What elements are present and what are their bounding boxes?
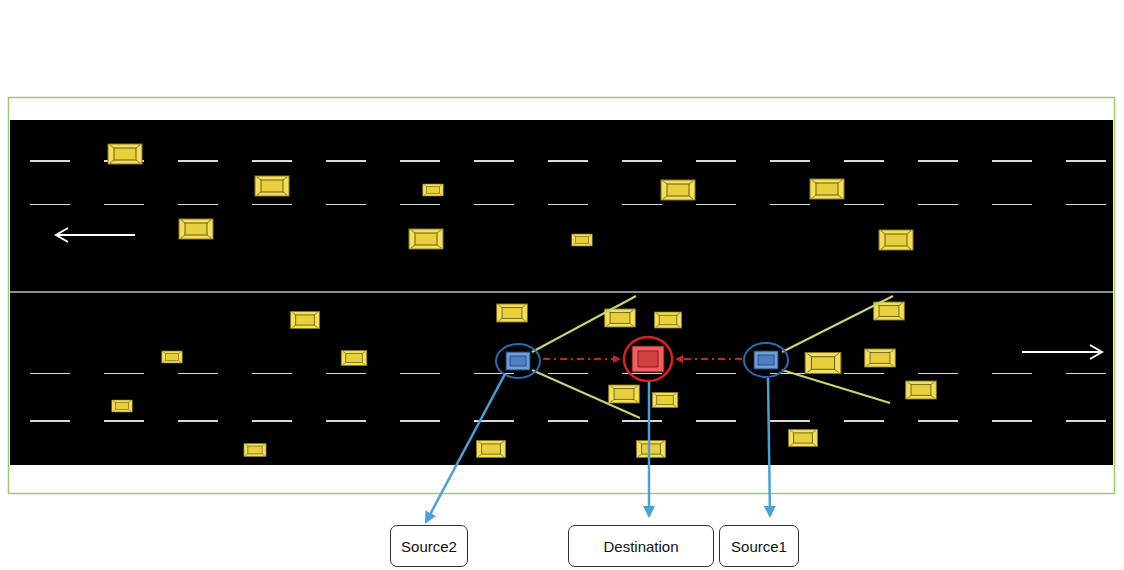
transmission-arrow <box>676 358 742 360</box>
leader-line <box>768 378 770 516</box>
median-line <box>10 291 1113 293</box>
source-car <box>496 344 540 378</box>
road <box>10 120 1113 465</box>
frame <box>9 98 1115 494</box>
source-car <box>744 343 788 377</box>
lane-marking <box>10 246 1113 248</box>
label-box: Source2 <box>390 525 468 567</box>
label-box: Destination <box>568 525 714 567</box>
lane-marking <box>10 203 1113 205</box>
label-text: Source1 <box>731 538 787 555</box>
sensing-cone <box>532 296 893 418</box>
lane-marking <box>10 160 1113 162</box>
destination-car <box>624 337 672 381</box>
direction-arrow <box>1022 345 1102 359</box>
leader-line <box>426 374 505 522</box>
label-text: Destination <box>603 538 678 555</box>
leader-line <box>648 382 651 516</box>
label-box: Source1 <box>719 525 799 567</box>
label-text: Source2 <box>401 538 457 555</box>
lane-marking <box>10 322 1113 324</box>
lane-marking <box>10 373 1113 375</box>
transmission-arrow <box>543 358 620 360</box>
direction-arrow <box>56 228 135 242</box>
lane-marking <box>10 420 1113 422</box>
